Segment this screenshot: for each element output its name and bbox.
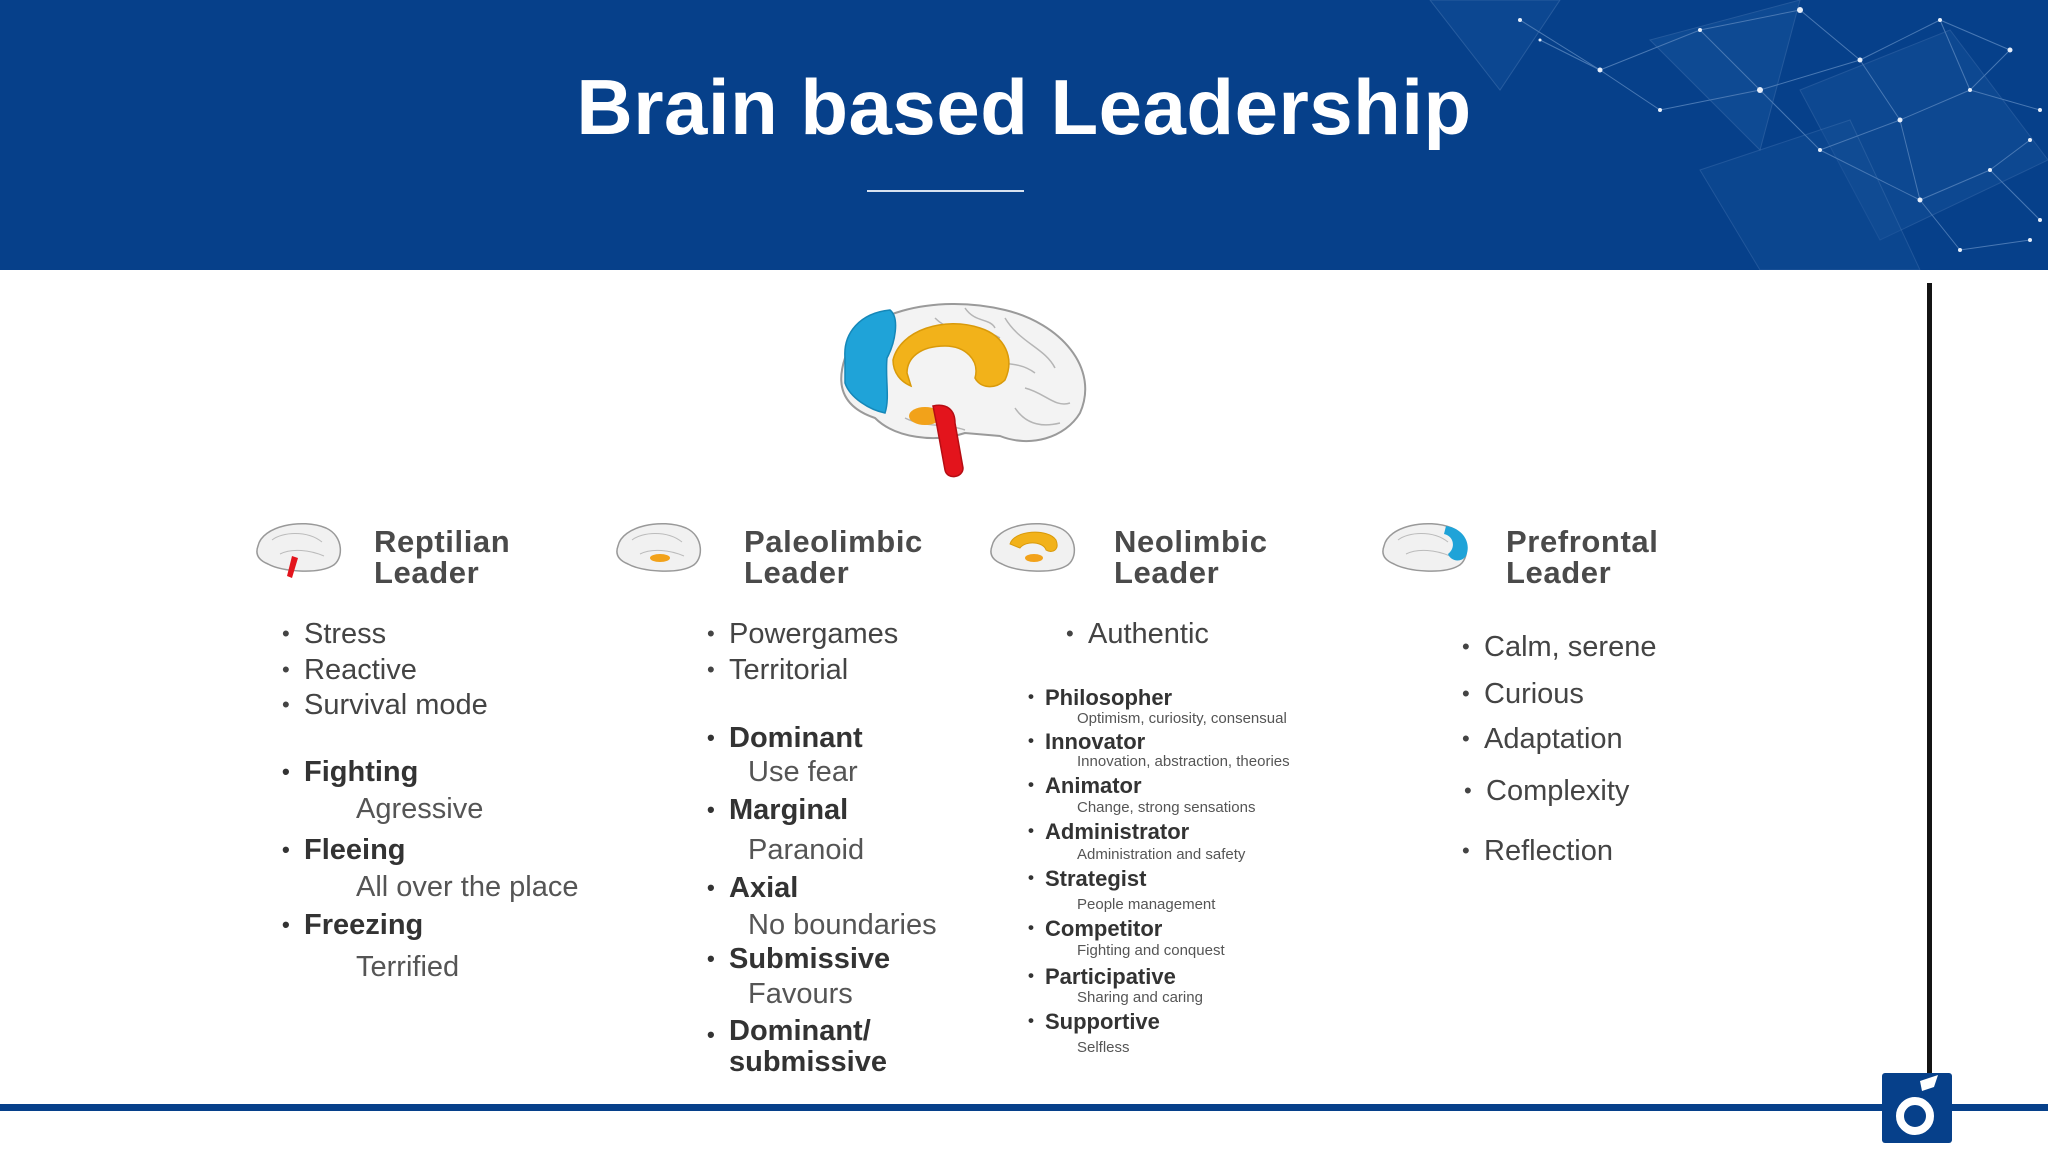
header-banner: Brain based Leadership (0, 0, 2048, 270)
neolimbic-heading-line1: Neolimbic (1114, 524, 1268, 559)
list-item: Marginal (707, 794, 848, 827)
list-item: Dominant (707, 722, 863, 755)
list-item: Survival mode (282, 689, 488, 722)
list-item: Innovator (1028, 729, 1145, 755)
prefrontal-brain-icon (1382, 522, 1468, 572)
list-item-line: submissive (729, 1046, 887, 1078)
list-item-desc: Terrified (356, 951, 460, 983)
network-pattern (1429, 0, 2048, 270)
paleolimbic-heading-line2: Leader (744, 555, 850, 590)
list-item: Freezing (282, 909, 423, 942)
list-item: Authentic (1066, 618, 1209, 651)
list-item: Administrator (1028, 819, 1189, 845)
reptilian-brain-icon (256, 522, 341, 578)
title-underline (867, 190, 1024, 192)
list-item-desc: Fighting and conquest (1077, 942, 1225, 959)
paleolimbic-heading: Paleolimbic Leader (744, 526, 923, 588)
reptilian-heading: Reptilian Leader (374, 526, 510, 588)
list-item-desc: Change, strong sensations (1077, 799, 1256, 816)
prefrontal-heading-line1: Prefrontal (1506, 524, 1659, 559)
list-item-line: Dominant/ (729, 1015, 871, 1047)
footer-rule (0, 1104, 2048, 1111)
list-item-desc: People management (1077, 896, 1216, 913)
list-item: Competitor (1028, 916, 1162, 942)
list-item-desc: Paranoid (748, 834, 865, 866)
list-item: Philosopher (1028, 685, 1172, 711)
list-item: Powergames (707, 618, 898, 651)
neolimbic-heading: Neolimbic Leader (1114, 526, 1268, 588)
list-item-desc: Favours (748, 978, 853, 1010)
list-item: Curious (1462, 678, 1584, 711)
neolimbic-brain-icon (990, 522, 1075, 572)
list-item: Complexity (1464, 775, 1630, 808)
list-item-desc: No boundaries (748, 909, 937, 941)
list-item-desc: Use fear (748, 756, 858, 788)
list-item: Reflection (1462, 835, 1613, 868)
list-item: Strategist (1028, 866, 1147, 892)
list-item: Fleeing (282, 834, 405, 867)
list-item-desc: All over the place (356, 871, 579, 903)
list-item: Fighting (282, 756, 418, 789)
list-item-desc: Sharing and caring (1077, 989, 1203, 1006)
prefrontal-heading-line2: Leader (1506, 555, 1612, 590)
paleolimbic-brain-icon (616, 522, 701, 572)
neolimbic-heading-line2: Leader (1114, 555, 1220, 590)
list-item-desc: Innovation, abstraction, theories (1077, 753, 1290, 770)
reptilian-heading-line2: Leader (374, 555, 480, 590)
list-item: Participative (1028, 964, 1176, 990)
list-item: Territorial (707, 654, 848, 687)
list-item: Submissive (707, 943, 890, 976)
list-item: Reactive (282, 654, 417, 687)
vertical-divider (1927, 283, 1932, 1075)
list-item: Calm, serene (1462, 631, 1657, 664)
list-item: Axial (707, 872, 798, 905)
list-item-desc: Selfless (1077, 1039, 1130, 1056)
list-item: Dominant/ submissive (707, 1015, 887, 1078)
list-item-desc: Optimism, curiosity, consensual (1077, 710, 1287, 727)
brain-illustration (840, 303, 1087, 478)
list-item: Adaptation (1462, 723, 1623, 756)
list-item-desc: Agressive (356, 793, 484, 825)
list-item-desc: Administration and safety (1077, 846, 1246, 863)
list-item: Supportive (1028, 1009, 1160, 1035)
list-item: Stress (282, 618, 386, 651)
paleolimbic-heading-line1: Paleolimbic (744, 524, 923, 559)
company-logo (1882, 1073, 1952, 1143)
logo-icon (1896, 1075, 1938, 1135)
slide-title: Brain based Leadership (576, 63, 1472, 151)
prefrontal-heading: Prefrontal Leader (1506, 526, 1658, 588)
list-item: Animator (1028, 773, 1141, 799)
reptilian-heading-line1: Reptilian (374, 524, 511, 559)
